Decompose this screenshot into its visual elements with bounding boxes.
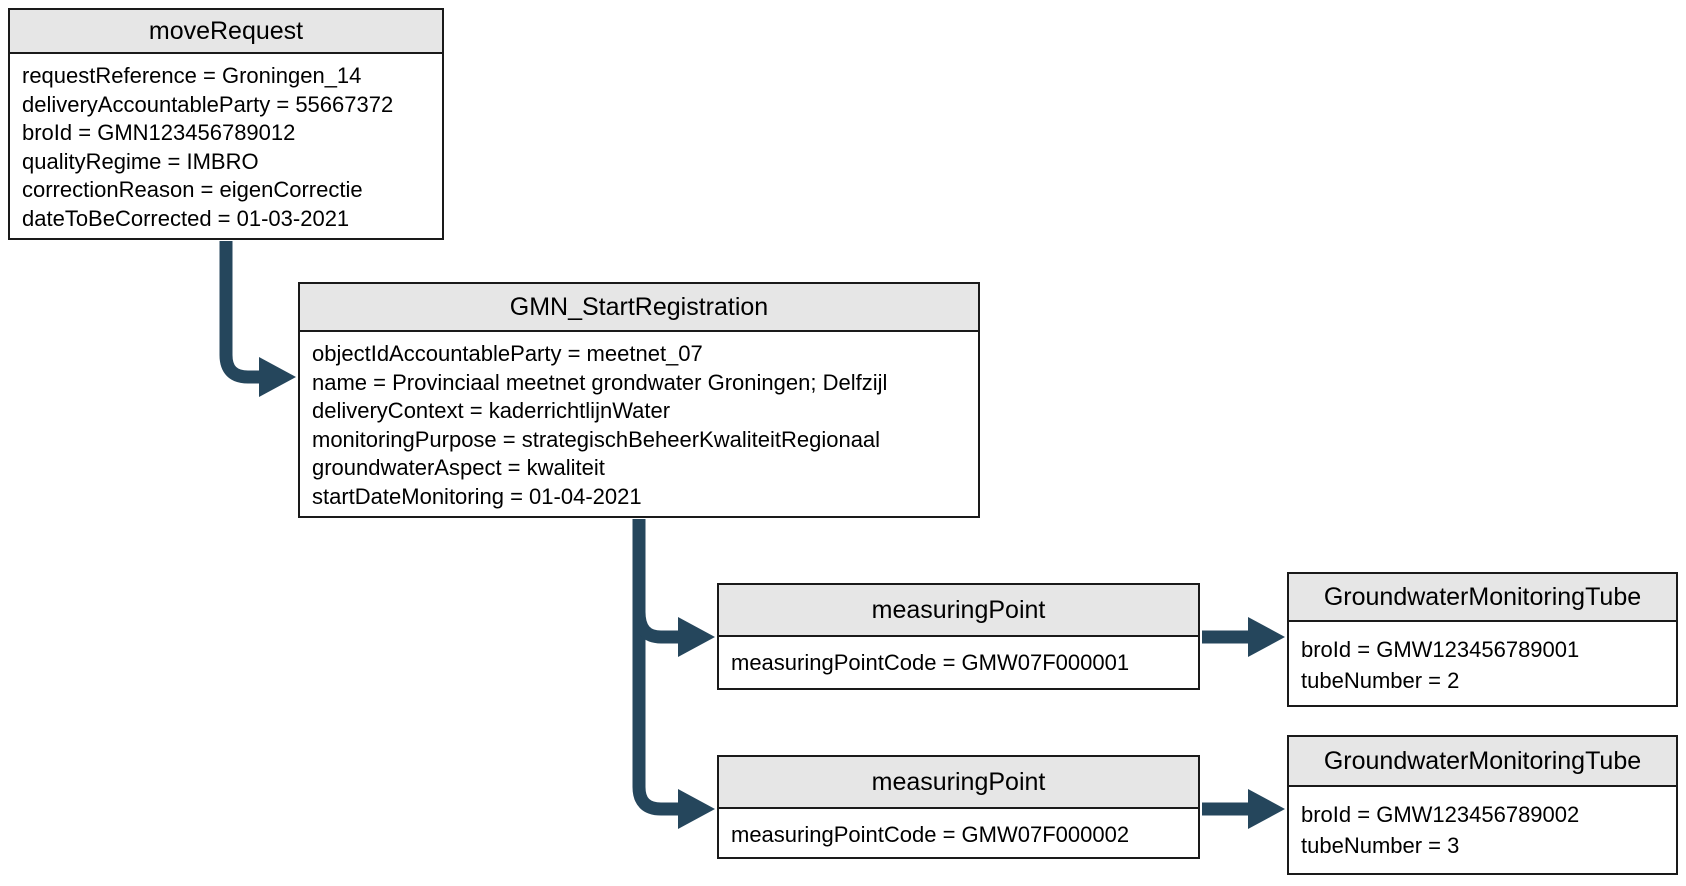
attribute-line: startDateMonitoring = 01-04-2021 <box>312 483 642 509</box>
arrowhead-icon <box>1248 789 1285 829</box>
attribute-line: requestReference = Groningen_14 <box>22 63 362 88</box>
connector-gmn-to-measuringpoint-2 <box>632 519 715 829</box>
arrowhead-icon <box>678 789 715 829</box>
attribute-line: broId = GMN123456789012 <box>22 120 296 145</box>
attribute-line: measuringPointCode = GMW07F000002 <box>731 822 1130 847</box>
connector-measuringpoint-1-to-tube-1 <box>1202 617 1285 657</box>
node-measuring-point-2-body: measuringPointCode = GMW07F000002 <box>719 809 1198 850</box>
attribute-line: monitoringPurpose = strategischBeheerKwa… <box>312 426 881 452</box>
attribute-line: objectIdAccountableParty = meetnet_07 <box>312 341 703 366</box>
attribute-line: broId = GMW123456789001 <box>1301 637 1580 662</box>
node-measuring-point-2-title: measuringPoint <box>719 757 1198 809</box>
connector-measuringpoint-2-to-tube-2 <box>1202 789 1285 829</box>
node-groundwater-monitoring-tube-1-body: broId = GMW123456789001 tubeNumber = 2 <box>1289 622 1676 696</box>
attribute-line: name = Provinciaal meetnet grondwater Gr… <box>312 369 888 395</box>
node-gmn-start-registration-body: objectIdAccountableParty = meetnet_07 na… <box>300 332 978 511</box>
node-gmn-start-registration-title: GMN_StartRegistration <box>300 284 978 332</box>
node-groundwater-monitoring-tube-1-title: GroundwaterMonitoringTube <box>1289 574 1676 622</box>
connector-moverequest-to-gmn-startregistration <box>219 241 296 397</box>
connector-line <box>632 611 680 644</box>
attribute-line: correctionReason = eigenCorrectie <box>22 177 363 202</box>
attribute-line: tubeNumber = 2 <box>1301 668 1460 693</box>
attribute-line: qualityRegime = IMBRO <box>22 148 259 174</box>
attribute-line: measuringPointCode = GMW07F000001 <box>731 650 1130 675</box>
arrowhead-icon <box>678 617 715 657</box>
connector-gmn-to-measuringpoint-1 <box>632 611 715 657</box>
attribute-line: tubeNumber = 3 <box>1301 833 1460 858</box>
connector-line <box>219 241 261 384</box>
node-measuring-point-1-body: measuringPointCode = GMW07F000001 <box>719 637 1198 678</box>
attribute-line: dateToBeCorrected = 01-03-2021 <box>22 205 350 231</box>
node-move-request-title: moveRequest <box>10 10 442 54</box>
node-measuring-point-2: measuringPoint measuringPointCode = GMW0… <box>717 755 1200 859</box>
node-move-request-body: requestReference = Groningen_14 delivery… <box>10 54 442 233</box>
node-gmn-start-registration: GMN_StartRegistration objectIdAccountabl… <box>298 282 980 518</box>
node-groundwater-monitoring-tube-2-title: GroundwaterMonitoringTube <box>1289 737 1676 787</box>
connector-line <box>632 519 680 816</box>
node-measuring-point-1-title: measuringPoint <box>719 585 1198 637</box>
node-groundwater-monitoring-tube-1: GroundwaterMonitoringTube broId = GMW123… <box>1287 572 1678 707</box>
node-move-request: moveRequest requestReference = Groningen… <box>8 8 444 240</box>
arrowhead-icon <box>1248 617 1285 657</box>
node-groundwater-monitoring-tube-2: GroundwaterMonitoringTube broId = GMW123… <box>1287 735 1678 875</box>
attribute-line: deliveryAccountableParty = 55667372 <box>22 91 394 117</box>
attribute-line: broId = GMW123456789002 <box>1301 802 1580 827</box>
arrowhead-icon <box>259 357 296 397</box>
attribute-line: deliveryContext = kaderrichtlijnWater <box>312 398 671 423</box>
node-groundwater-monitoring-tube-2-body: broId = GMW123456789002 tubeNumber = 3 <box>1289 787 1676 861</box>
attribute-line: groundwaterAspect = kwaliteit <box>312 455 605 480</box>
node-measuring-point-1: measuringPoint measuringPointCode = GMW0… <box>717 583 1200 690</box>
